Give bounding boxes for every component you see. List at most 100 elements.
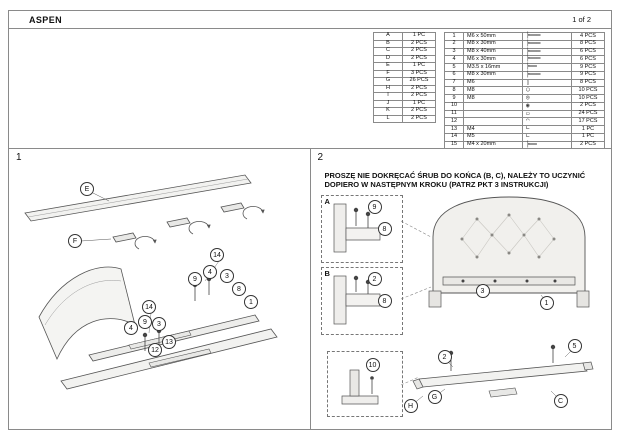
- parts-row-label: C: [373, 47, 403, 56]
- hardware-row-id: 10: [444, 101, 464, 111]
- parts-row-label: I: [373, 92, 403, 101]
- cam-lock-icon: [526, 102, 530, 109]
- callout-8: 8: [232, 282, 246, 296]
- page-number: 1 of 2: [572, 15, 591, 24]
- allen-key-icon: [526, 133, 530, 140]
- hardware-row: 9M810 PCS: [444, 94, 605, 103]
- header: ASPEN 1 of 2: [9, 11, 611, 29]
- bolt-icon: [526, 40, 540, 47]
- callout-13: 13: [162, 335, 176, 349]
- side-rail-diagram: [412, 344, 593, 398]
- callout-E: E: [80, 182, 94, 196]
- hardware-row-id: 3: [444, 47, 464, 57]
- hardware-row-icon-cell: [522, 102, 572, 111]
- step-1-panel: 1: [9, 149, 311, 429]
- callout-12: 12: [148, 343, 162, 357]
- hardware-row-qty: 8 PCS: [571, 78, 605, 88]
- cover-cap-icon: [526, 117, 530, 124]
- hardware-row-desc: M3.5 x 16mm: [463, 63, 523, 72]
- hardware-row-id: 4: [444, 55, 464, 65]
- hardware-row-id: 8: [444, 86, 464, 96]
- hardware-row-id: 14: [444, 132, 464, 142]
- hardware-row: 1217 PCS: [444, 117, 605, 127]
- callout-1: 1: [539, 296, 554, 310]
- hardware-row: 3M8 x 40mm 6 PCS: [444, 47, 605, 57]
- detail-box-b-label: B: [324, 269, 330, 278]
- hardware-row-qty: 9 PCS: [571, 63, 605, 72]
- hardware-row-desc: [463, 109, 523, 119]
- hardware-row: 8M810 PCS: [444, 86, 605, 96]
- hardware-row-id: 7: [444, 78, 464, 88]
- step-2-number: 2: [317, 152, 324, 163]
- parts-row-label: E: [373, 62, 403, 71]
- detail-h-diagram: [341, 369, 378, 405]
- callout-C: C: [553, 394, 568, 408]
- assembly-steps: 1: [9, 148, 611, 429]
- hardware-row-icon-cell: [522, 141, 572, 150]
- headboard-diagram: [428, 196, 589, 308]
- hardware-row-id: 11: [444, 109, 464, 119]
- callout-H: H: [403, 399, 418, 413]
- callout-8: 8: [377, 294, 392, 308]
- washer-icon: [526, 86, 530, 93]
- dowel-icon: [526, 110, 530, 117]
- hardware-row: 13M41 PC: [444, 125, 605, 134]
- parts-row-qty: 2 PCS: [402, 92, 436, 101]
- detail-b-diagram: [333, 275, 380, 325]
- parts-row-label: G: [373, 77, 403, 86]
- hardware-row-desc: M6: [463, 78, 523, 88]
- screw-icon: [526, 63, 537, 70]
- hardware-row-desc: M6 x 50mm: [463, 32, 523, 41]
- hardware-row-qty: 1 PC: [571, 132, 605, 142]
- screw-icon: [526, 141, 537, 148]
- parts-row-qty: 26 PCS: [402, 77, 436, 86]
- page-title: ASPEN: [29, 14, 63, 25]
- callout-3: 3: [220, 269, 234, 283]
- bolt-icon: [526, 48, 540, 55]
- hardware-row: 1124 PCS: [444, 109, 605, 119]
- barrel-nut-icon: [526, 79, 530, 86]
- hardware-row-desc: M8 x 40mm: [463, 47, 523, 57]
- hardware-row-desc: M8 x 30mm: [463, 70, 523, 80]
- callout-5: 5: [567, 339, 582, 353]
- hardware-row-desc: M8: [463, 86, 523, 96]
- callout-F: F: [68, 234, 82, 248]
- hardware-row-icon-cell: [522, 71, 572, 80]
- hardware-row-id: 1: [444, 32, 464, 41]
- hardware-row-desc: M6 x 30mm: [463, 55, 523, 65]
- hardware-row-id: 2: [444, 39, 464, 49]
- detail-a-diagram: [333, 203, 380, 253]
- hardware-row: 4M6 x 30mm6 PCS: [444, 55, 605, 65]
- hardware-row-qty: 2 PCS: [571, 140, 605, 150]
- hardware-row-qty: 9 PCS: [571, 70, 605, 80]
- hardware-row-desc: M5: [463, 132, 523, 142]
- hardware-row-desc: [463, 101, 523, 111]
- callout-4: 4: [124, 321, 138, 335]
- hardware-row-desc: M8 x 30mm: [463, 39, 523, 49]
- callout-3: 3: [475, 284, 490, 298]
- hardware-row: 7M6 8 PCS: [444, 78, 605, 88]
- callout-2: 2: [367, 272, 382, 286]
- warning-text: PROSZĘ NIE DOKRĘCAĆ ŚRUB DO KOŃCA (B, C)…: [324, 170, 586, 189]
- parts-row-qty: 2 PCS: [402, 114, 436, 123]
- callout-2: 2: [437, 350, 452, 364]
- callout-1: 1: [244, 295, 258, 309]
- hardware-row-qty: 4 PCS: [571, 32, 605, 41]
- hardware-row-qty: 17 PCS: [571, 117, 605, 127]
- parts-row-qty: 2 PCS: [402, 107, 436, 116]
- parts-row-qty: 1 PC: [402, 32, 436, 41]
- hardware-row: 6M8 x 30mm9 PCS: [444, 70, 605, 80]
- hardware-row-qty: 6 PCS: [571, 47, 605, 57]
